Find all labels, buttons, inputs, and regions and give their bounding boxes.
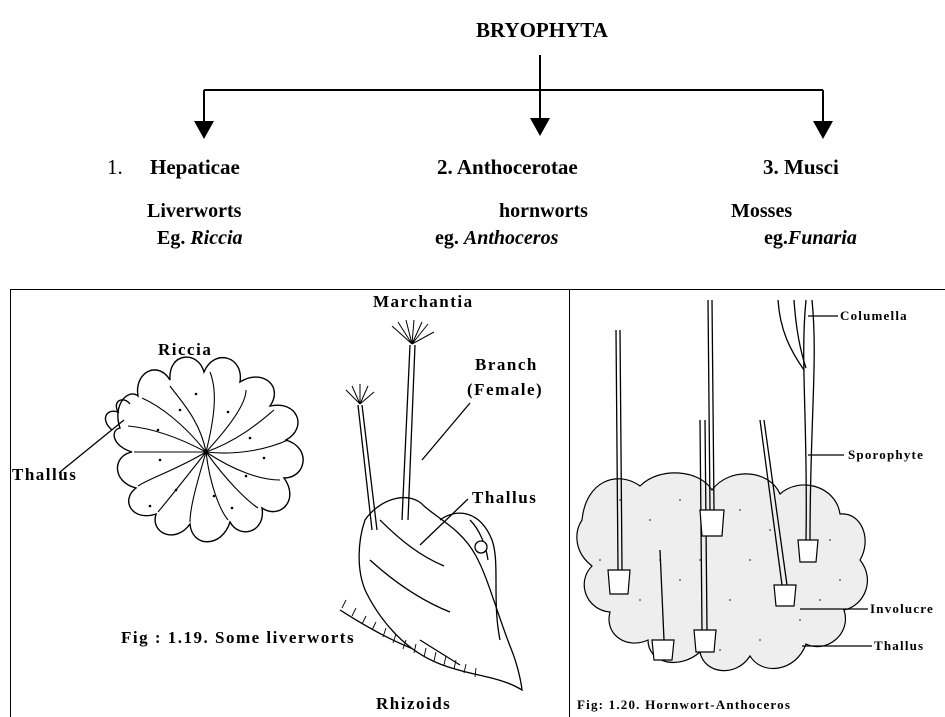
figure-1-20-caption: Fig: 1.20. Hornwort-Anthoceros xyxy=(577,697,791,713)
label-sporophyte: Sporophyte xyxy=(848,447,924,463)
label-thallus-hornwort: Thallus xyxy=(874,638,924,654)
figure-1-19-caption: Fig : 1.19. Some liverworts xyxy=(121,628,355,648)
label-female: (Female) xyxy=(467,380,543,400)
riccia-thallus-drawing xyxy=(105,357,303,542)
branch-pointer xyxy=(422,403,470,460)
label-thallus-left: Thallus xyxy=(12,465,77,485)
label-columella: Columella xyxy=(840,308,908,324)
label-branch: Branch xyxy=(475,355,538,375)
label-thallus-right: Thallus xyxy=(472,488,537,508)
label-involucre: Involucre xyxy=(870,601,934,617)
anthoceros-drawing xyxy=(577,300,868,671)
label-riccia: Riccia xyxy=(158,340,212,360)
label-rhizoids: Rhizoids xyxy=(376,694,451,714)
label-marchantia: Marchantia xyxy=(373,292,474,312)
